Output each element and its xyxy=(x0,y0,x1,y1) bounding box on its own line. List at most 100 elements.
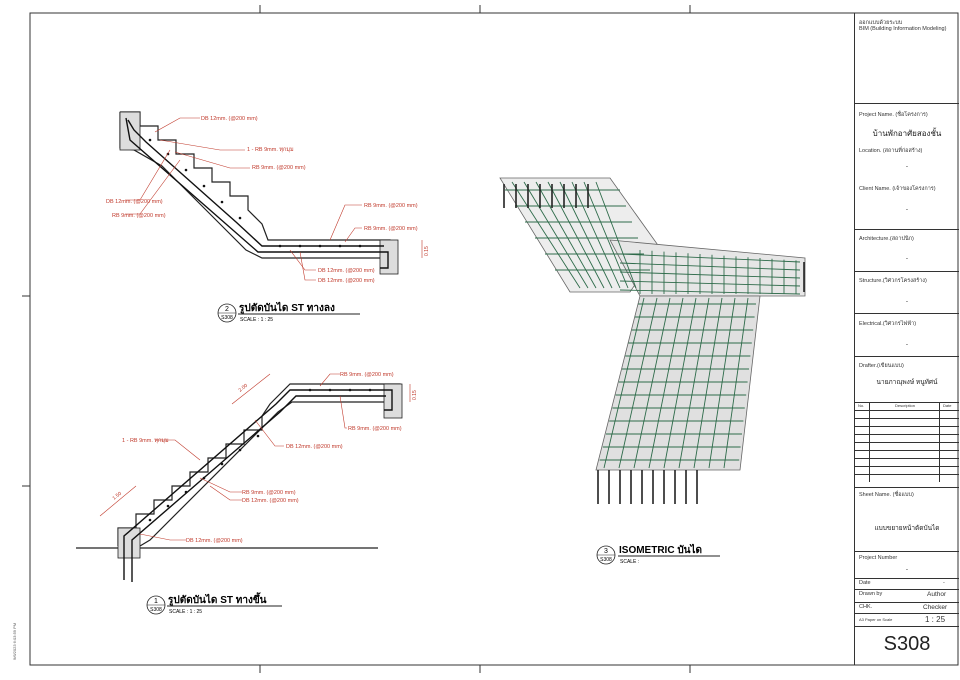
stair-outline-up xyxy=(117,383,401,547)
main-rebar-down xyxy=(127,119,384,247)
dim-d3: 2.00 xyxy=(238,383,250,394)
project-value: บ้านพักอาศัยสองชั้น xyxy=(872,129,942,138)
tb-divider xyxy=(855,356,959,357)
project-label: Project Name. (ชื่อโครงการ) xyxy=(859,112,928,118)
note-rb9-right-b: RB 9mm. (@200 mm) xyxy=(364,226,418,232)
iso-lower-flight xyxy=(595,295,761,471)
date-label: Date xyxy=(859,580,871,586)
note-db12-top: DB 12mm. (@200 mm) xyxy=(201,116,258,122)
rev-row-line xyxy=(855,426,959,427)
tb-divider xyxy=(855,551,959,552)
view-title-3: 3 S308 ISOMETRIC บันได SCALE : xyxy=(596,543,720,565)
tb-divider xyxy=(855,313,959,314)
iso-landing-cross xyxy=(619,289,801,295)
iso-lower-bar xyxy=(648,297,684,469)
architecture-value: - xyxy=(905,255,909,262)
location-value: - xyxy=(905,163,909,170)
iso-landing-cross xyxy=(619,271,801,279)
iso-landing-cross xyxy=(619,253,801,263)
tb-divider xyxy=(855,589,959,590)
note-rb9-right-a: RB 9mm. (@200 mm) xyxy=(364,203,418,209)
rev-row-line xyxy=(855,442,959,443)
iso-lower-bar xyxy=(723,297,749,469)
note-rb9-left: RB 9mm. (@200 mm) xyxy=(112,213,166,219)
border-ticks xyxy=(22,5,691,673)
drawn-label: Drawn by xyxy=(859,591,883,597)
view-number-3: 3 xyxy=(604,548,608,555)
leaders-up xyxy=(139,373,347,541)
top-beam-down xyxy=(119,111,141,151)
client-value: - xyxy=(905,206,909,213)
note-up-rb9-mid: RB 9mm. (@200 mm) xyxy=(242,490,296,496)
iso-lower-bar xyxy=(708,297,736,469)
drawn-value: Author xyxy=(927,591,947,598)
rev-row-line xyxy=(855,466,959,467)
stair-outline-down xyxy=(119,111,391,259)
rev-table-top xyxy=(855,402,959,403)
note-up-rb9-corner: 1 - RB 9mm. ทุกมุม xyxy=(122,438,169,444)
leaders-down xyxy=(125,117,362,281)
revision-table: No. Description Date xyxy=(855,402,959,482)
dim-d1: 0.15 xyxy=(424,246,430,256)
sheet-number: S308 xyxy=(883,633,931,655)
bottom-rebar-up xyxy=(131,395,386,582)
view-title-text-1: รูปตัดบันได ST ทางขึ้น xyxy=(168,592,267,607)
note-up-rb9-right: RB 9mm. (@200 mm) xyxy=(348,426,402,432)
view-sheet-1: S308 xyxy=(150,607,162,613)
date-value: - xyxy=(943,580,945,586)
view-title-1: 1 S308 รูปตัดบันได ST ทางขึ้น SCALE : 1 … xyxy=(146,592,282,615)
structure-label: Structure.(วิศวกรโครงสร้าง) xyxy=(859,278,927,284)
iso-rebar-grid xyxy=(505,181,801,469)
iso-landing-cross xyxy=(619,280,801,287)
title-block: ออกแบบด้วยระบบ BIM (Building Information… xyxy=(854,13,959,665)
rev-row-line xyxy=(855,458,959,459)
bottom-rebar-down xyxy=(125,117,389,269)
tb-divider xyxy=(855,613,959,614)
sheet-name-value: แบบขยายหน้าตัดบันได xyxy=(874,525,940,532)
iso-lower-bar xyxy=(618,297,658,469)
iso-lower-bar xyxy=(603,297,645,469)
iso-lower-bar xyxy=(693,297,723,469)
architecture-label: Architecture.(สถาปนิก) xyxy=(859,236,914,242)
iso-lower-bar xyxy=(633,297,671,469)
sheet-name-label: Sheet Name. (ชื่อแบบ) xyxy=(859,492,914,498)
note-up-db12-mid: DB 12mm. (@200 mm) xyxy=(286,444,343,450)
note-up-db12-bottom: DB 12mm. (@200 mm) xyxy=(186,538,243,544)
drafter-value: นายภาณุพงษ์ หนูทัศน์ xyxy=(876,379,938,386)
note-rb9-a: RB 9mm. (@200 mm) xyxy=(252,165,306,171)
view-scale-3: SCALE : xyxy=(620,559,639,565)
note-up-rb9-top: RB 9mm. (@200 mm) xyxy=(340,372,394,378)
rev-row-line xyxy=(855,418,959,419)
note-db12-left: DB 12mm. (@200 mm) xyxy=(106,199,163,205)
notes-down: DB 12mm. (@200 mm) 1 - RB 9mm. ทุกมุม RB… xyxy=(106,116,418,284)
section-up: RB 9mm. (@200 mm) RB 9mm. (@200 mm) 1 - … xyxy=(76,372,418,582)
rebar-dots-up xyxy=(148,388,372,522)
tb-divider xyxy=(855,229,959,230)
iso-lower-bar xyxy=(678,297,710,469)
electrical-value: - xyxy=(905,341,909,348)
notes-up: RB 9mm. (@200 mm) RB 9mm. (@200 mm) 1 - … xyxy=(122,372,402,544)
paper-label: A3 Paper on Scale xyxy=(859,617,893,622)
iso-lower-bar xyxy=(663,297,697,469)
view-number-1: 1 xyxy=(154,598,158,605)
structure-value: - xyxy=(905,298,909,305)
dim-d2: 0.15 xyxy=(412,390,418,400)
bottom-beam-down xyxy=(379,239,399,275)
top-beam-up xyxy=(383,383,403,419)
tb-divider xyxy=(855,487,959,488)
project-number-value: - xyxy=(905,566,909,573)
view-title-text-2: รูปตัดบันได ST ทางลง xyxy=(239,301,335,315)
scale-value: 1 : 25 xyxy=(925,615,946,624)
dims-up xyxy=(99,373,411,517)
main-rebar-up xyxy=(123,389,393,580)
rev-row-line xyxy=(855,410,959,411)
company-en: BIM (Building Information Modeling) xyxy=(859,26,947,32)
client-label: Client Name. (เจ้าของโครงการ) xyxy=(859,186,936,192)
view-title-text-3: ISOMETRIC บันได xyxy=(619,543,702,556)
iso-landing xyxy=(609,239,806,297)
electrical-label: Electrical.(วิศวกรไฟฟ้า) xyxy=(859,321,917,327)
tb-divider xyxy=(855,103,959,104)
rev-header-date: Date xyxy=(943,403,952,408)
tb-divider xyxy=(855,626,959,627)
side-stamp: 9/6/2023 6:03:59 PM xyxy=(12,623,17,660)
